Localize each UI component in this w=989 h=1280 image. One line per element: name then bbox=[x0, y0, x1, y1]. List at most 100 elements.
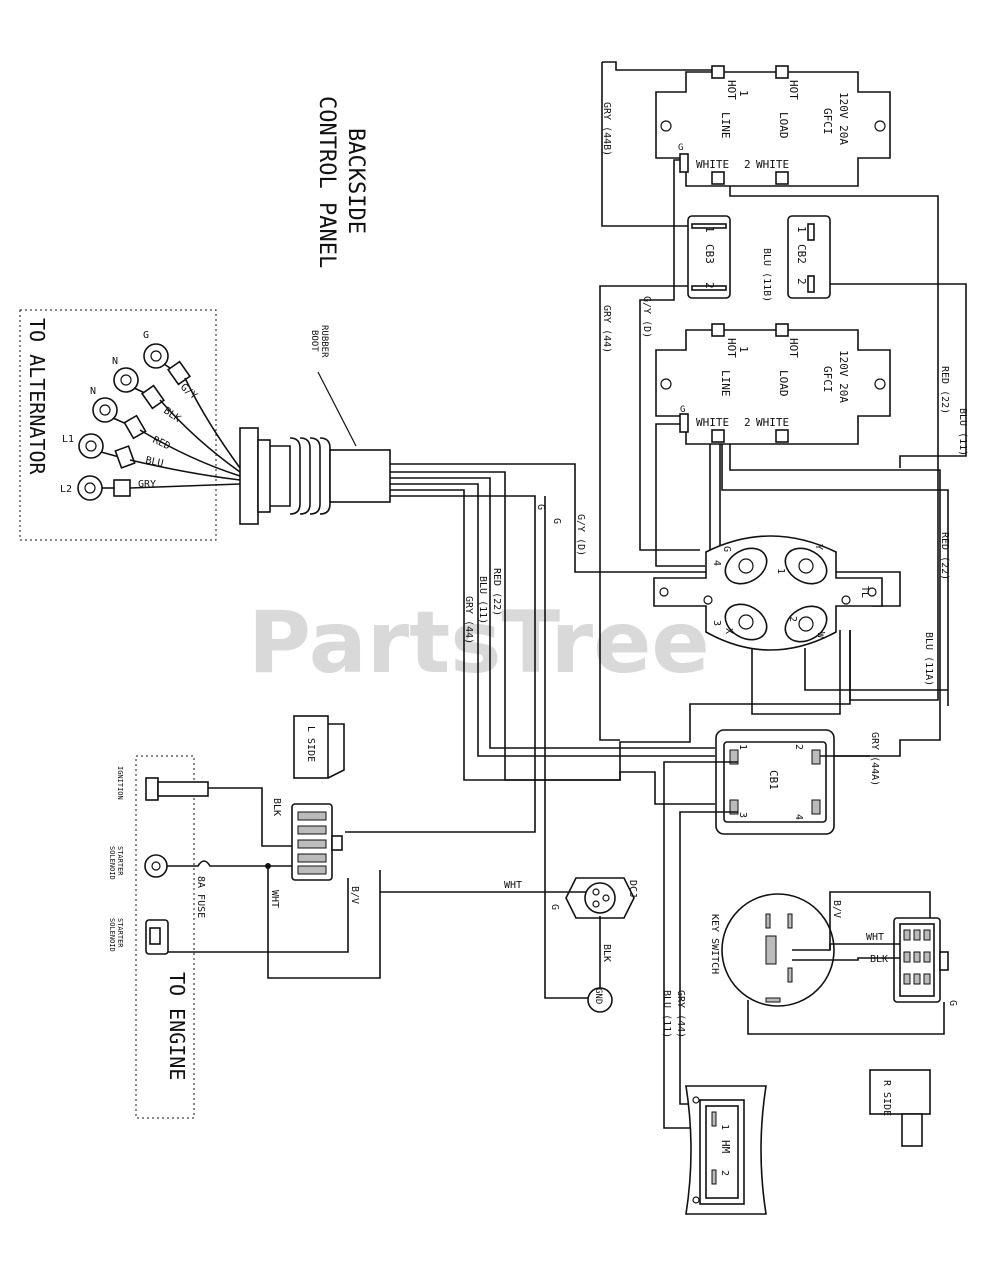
key-switch-connector: WHT BLK B/V G bbox=[747, 891, 958, 1035]
twistlock-y: Y bbox=[813, 544, 824, 550]
twistlock-w: W bbox=[815, 632, 826, 639]
gfci-mid-line: LINE bbox=[719, 370, 732, 397]
gfci-mid-white1: WHITE bbox=[696, 416, 729, 429]
fuse-label: 8A FUSE bbox=[195, 876, 206, 918]
starter-solenoid-2: STARTER SOLENOID bbox=[108, 918, 169, 955]
wire-blu11b: BLU (11B) bbox=[761, 248, 772, 302]
alternator-terminals: G N N L1 L2 bbox=[60, 330, 192, 501]
starter-solenoid-1: STARTER SOLENOID bbox=[108, 846, 190, 880]
wire-blu11a: BLU (11A) bbox=[923, 632, 934, 686]
twistlock-n3: 3 bbox=[711, 620, 722, 626]
rubber-boot-label-1: RUBBER bbox=[319, 325, 329, 358]
starter1-l2: SOLENOID bbox=[108, 846, 116, 880]
gfci-mid: 120V 20A GFCI HOT HOT 1 LINE LOAD WHITE … bbox=[655, 323, 891, 445]
alternator-box bbox=[19, 309, 217, 541]
wire-g2: G bbox=[551, 518, 562, 524]
terminal-l1-label: L1 bbox=[62, 434, 74, 445]
wire-gry44-b: GRY (44) bbox=[463, 596, 474, 644]
wire-blk2: BLK bbox=[601, 944, 612, 962]
wire-g4: G bbox=[947, 1000, 958, 1006]
terminal-l2: L2 bbox=[60, 475, 131, 501]
hour-meter: 1 HM 2 bbox=[685, 1085, 767, 1215]
r-side-bracket: R SIDE bbox=[869, 1069, 931, 1147]
gfci-top-line: LINE bbox=[719, 112, 732, 139]
wire-blk-label: BLK bbox=[161, 405, 182, 424]
twistlock-n2: 2 bbox=[787, 616, 798, 622]
cb3-n1: 1 bbox=[703, 226, 716, 233]
header-control-panel: CONTROL PANEL bbox=[314, 96, 339, 268]
gfci-top-white1: WHITE bbox=[696, 158, 729, 171]
twistlock-x: X bbox=[723, 628, 734, 634]
wire-gry44b: GRY (44B) bbox=[601, 102, 612, 156]
long-runs bbox=[599, 61, 967, 757]
starter2-l1: STARTER bbox=[116, 918, 124, 948]
gfci-mid-g: G bbox=[680, 405, 685, 415]
wire-blu11-c: BLU (11) bbox=[661, 990, 672, 1038]
terminal-n2: N bbox=[90, 386, 147, 440]
gfci-top-load: LOAD bbox=[777, 112, 790, 139]
terminal-g-label: G bbox=[143, 330, 149, 341]
starter1-l1: STARTER bbox=[116, 846, 124, 876]
dcj-label: DCJ bbox=[627, 880, 638, 898]
wire-g1: G bbox=[535, 504, 546, 510]
wire-gry44-a: GRY (44) bbox=[601, 305, 612, 353]
wire-blk1: BLK bbox=[271, 798, 282, 816]
hm-label: HM bbox=[719, 1140, 732, 1154]
gfci-top-rating: 120V 20A bbox=[837, 92, 850, 145]
wire-wht1: WHT bbox=[269, 890, 280, 908]
gfci-mid-white2: WHITE bbox=[756, 416, 789, 429]
watermark: PartsTree bbox=[248, 593, 710, 693]
twistlock-receptacle: G Y X W 4 1 3 2 TL bbox=[653, 535, 883, 651]
gnd-label: GND bbox=[593, 988, 603, 1004]
wire-wht2: WHT bbox=[504, 880, 522, 891]
engine-wiring: 8A FUSE BLK WHT B/V bbox=[168, 787, 381, 979]
twistlock-g: G bbox=[721, 546, 732, 552]
terminal-n1: N bbox=[112, 356, 166, 410]
to-engine-label: TO ENGINE bbox=[165, 972, 189, 1080]
cb3: 1 CB3 2 bbox=[687, 215, 731, 299]
twistlock-slot-w bbox=[784, 605, 828, 643]
gfci-top-hot-load: HOT bbox=[787, 80, 800, 100]
r-side-label: R SIDE bbox=[881, 1080, 892, 1116]
gfci-mid-n2: 2 bbox=[744, 416, 751, 429]
twistlock-n4: 4 bbox=[711, 560, 722, 566]
cb2-n2: 2 bbox=[795, 278, 808, 285]
rubber-boot-leader bbox=[317, 371, 357, 447]
wire-blk3: BLK bbox=[870, 954, 888, 965]
terminal-g: G bbox=[143, 330, 192, 386]
gfci-mid-load: LOAD bbox=[777, 370, 790, 397]
twistlock-tl: TL bbox=[859, 586, 870, 598]
wire-red22-c: RED (22) bbox=[491, 568, 502, 616]
wire-gry44a: GRY (44A) bbox=[869, 732, 880, 786]
gfci-mid-rating: 120V 20A bbox=[837, 350, 850, 403]
wire-red22-b: RED (22) bbox=[939, 532, 950, 580]
header: BACKSIDE CONTROL PANEL bbox=[314, 96, 368, 268]
gfci-top-g: G bbox=[678, 143, 683, 153]
gfci-mid-hot-line: HOT bbox=[725, 338, 738, 358]
terminal-n2-label: N bbox=[90, 386, 96, 397]
gfci-top: 120V 20A GFCI HOT HOT 1 LINE LOAD WHITE … bbox=[655, 65, 891, 187]
alternator-wires: G/Y BLK RED BLU GRY bbox=[129, 377, 241, 490]
gfci-mid-n1: 1 bbox=[737, 346, 750, 353]
terminal-n1-label: N bbox=[112, 356, 118, 367]
wire-g3: G bbox=[549, 904, 560, 910]
header-backside: BACKSIDE bbox=[343, 128, 368, 234]
cb1-n3: 3 bbox=[737, 812, 748, 818]
l-side-label: L SIDE bbox=[305, 726, 316, 762]
cb1-label: CB1 bbox=[767, 770, 780, 790]
gfci-top-n1: 1 bbox=[737, 90, 750, 97]
hm-n2: 2 bbox=[719, 1170, 730, 1176]
twistlock-n1: 1 bbox=[775, 568, 786, 574]
key-switch-label: KEY SWITCH bbox=[709, 914, 720, 974]
twistlock-slot-g bbox=[724, 547, 768, 585]
cb2-n1: 1 bbox=[795, 226, 808, 233]
gfci-top-n2: 2 bbox=[744, 158, 751, 171]
to-alternator-label: TO ALTERNATOR bbox=[25, 318, 49, 475]
wire-red22-a: RED (22) bbox=[939, 366, 950, 414]
terminal-l1: L1 bbox=[62, 433, 136, 469]
cb3-n2: 2 bbox=[703, 282, 716, 289]
gfci-top-type: GFCI bbox=[821, 108, 834, 135]
ignition-connector: IGNITION bbox=[116, 766, 209, 801]
rubber-boot-label-2: BOOT bbox=[309, 330, 319, 352]
